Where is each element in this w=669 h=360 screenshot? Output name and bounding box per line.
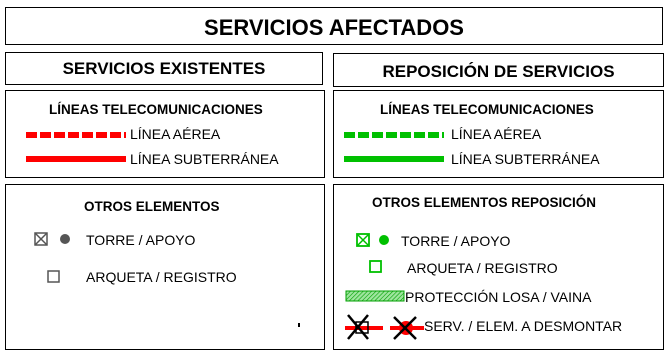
existing-aerial-line-symbol: [26, 132, 126, 138]
replacement-underground-line-symbol: [344, 156, 444, 162]
existing-others-box: OTROS ELEMENTOS TORRE / APOYO ARQUETA / …: [5, 184, 325, 350]
replacement-aerial-label: LÍNEA AÉREA: [451, 126, 542, 142]
replacement-manhole-label: ARQUETA / REGISTRO: [407, 260, 558, 276]
existing-header-box: SERVICIOS EXISTENTES: [5, 52, 323, 85]
existing-underground-line-symbol: [26, 156, 126, 162]
replacement-underground-label: LÍNEA SUBTERRÁNEA: [451, 151, 600, 167]
title-box: SERVICIOS AFECTADOS: [5, 7, 663, 45]
existing-header: SERVICIOS EXISTENTES: [62, 59, 266, 78]
existing-manhole-label: ARQUETA / REGISTRO: [86, 269, 237, 285]
replacement-tower-symbol: [356, 233, 389, 247]
existing-tower-symbol: [34, 232, 70, 246]
replacement-telecom-box: LÍNEAS TELECOMUNICACIONES LÍNEA AÉREA LÍ…: [333, 90, 664, 178]
replacement-others-heading: OTROS ELEMENTOS REPOSICIÓN: [372, 195, 597, 210]
existing-others-heading: OTROS ELEMENTOS: [84, 199, 220, 214]
existing-underground-label: LÍNEA SUBTERRÁNEA: [130, 151, 279, 167]
replacement-header-box: REPOSICIÓN DE SERVICIOS: [333, 53, 664, 87]
existing-aerial-label: LÍNEA AÉREA: [130, 126, 221, 142]
replacement-tower-label: TORRE / APOYO: [401, 233, 511, 249]
existing-telecom-heading: LÍNEAS TELECOMUNICACIONES: [49, 102, 263, 117]
existing-manhole-symbol: [47, 270, 60, 283]
small-mark: [298, 323, 300, 327]
replacement-manhole-symbol: [369, 260, 382, 273]
replacement-others-box: OTROS ELEMENTOS REPOSICIÓN TORRE / APOYO…: [333, 184, 664, 350]
replacement-protection-label: PROTECCIÓN LOSA / VAINA: [405, 289, 592, 305]
replacement-header: REPOSICIÓN DE SERVICIOS: [382, 62, 615, 81]
replacement-aerial-line-symbol: [344, 132, 444, 138]
existing-telecom-box: LÍNEAS TELECOMUNICACIONES LÍNEA AÉREA LÍ…: [5, 90, 325, 178]
protection-slab-symbol: [345, 290, 405, 302]
replacement-telecom-heading: LÍNEAS TELECOMUNICACIONES: [380, 102, 594, 117]
replacement-dismantle-label: SERV. / ELEM. A DESMONTAR: [424, 318, 623, 334]
dismantle-symbol: [345, 314, 424, 340]
page-title: SERVICIOS AFECTADOS: [204, 15, 464, 40]
existing-tower-label: TORRE / APOYO: [86, 232, 196, 248]
